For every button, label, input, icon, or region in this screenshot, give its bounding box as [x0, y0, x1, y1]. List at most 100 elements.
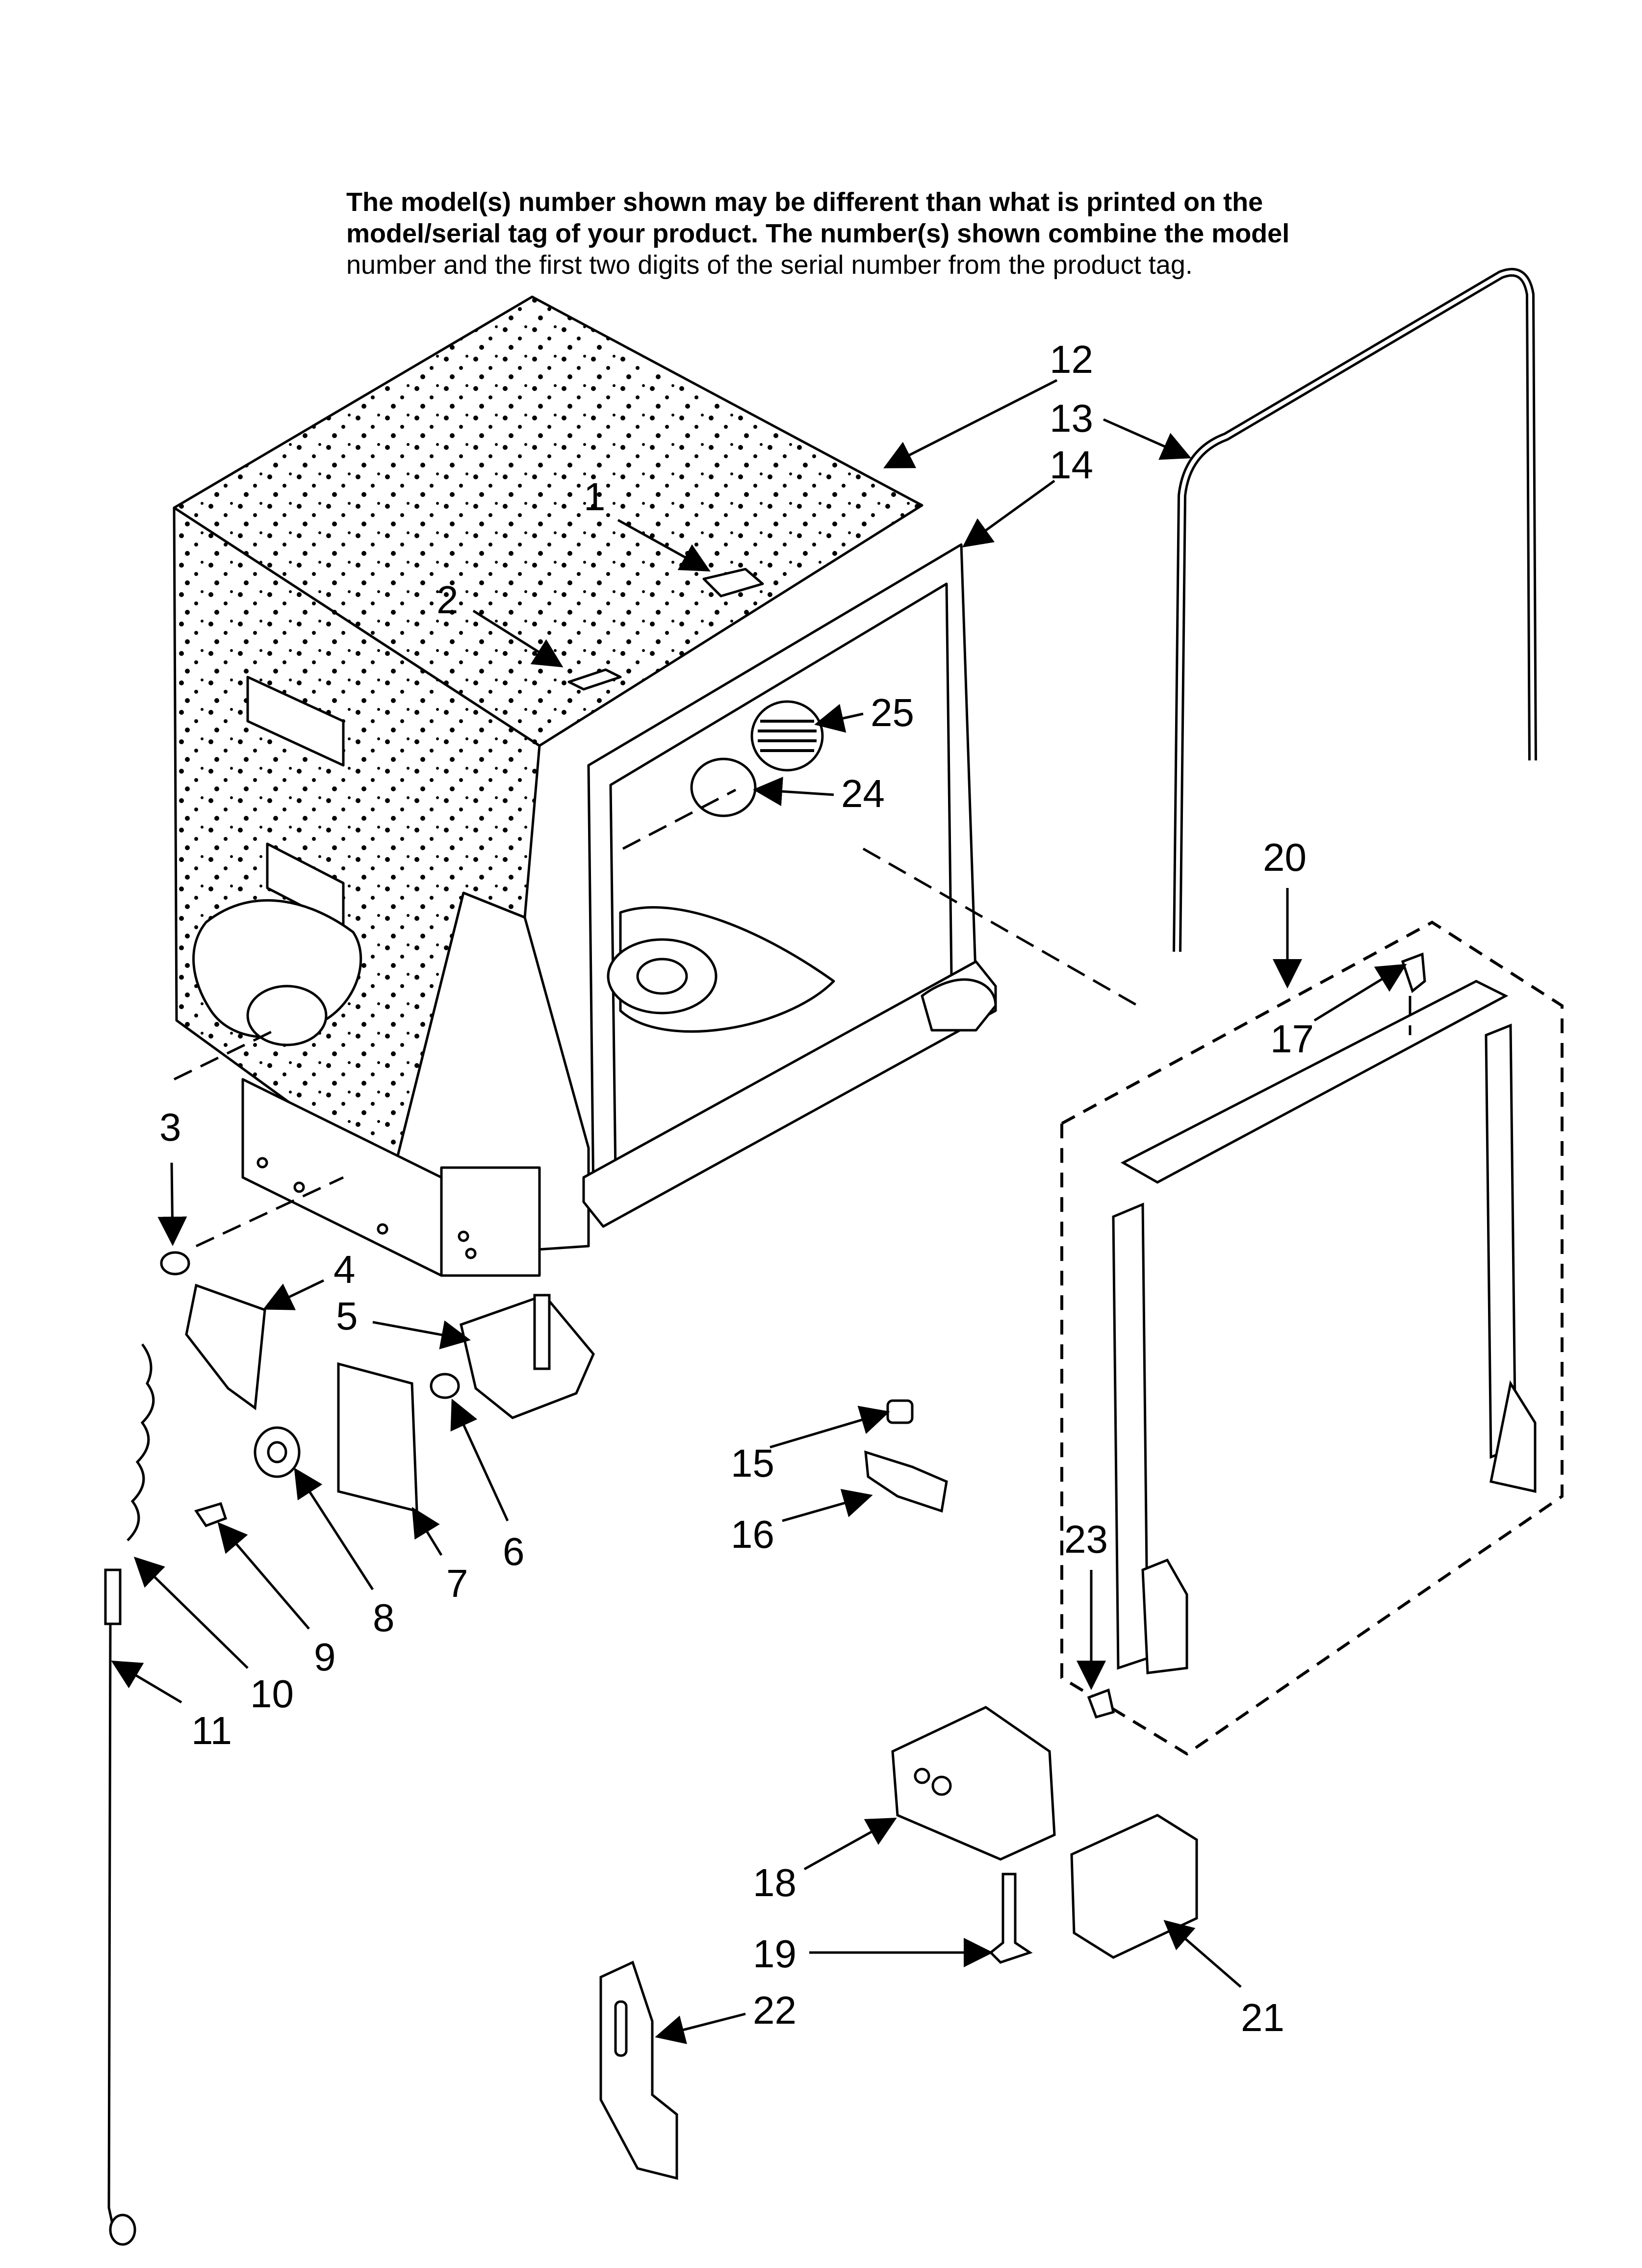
arrow-15 — [770, 1406, 890, 1449]
callout-8: 8 — [373, 1596, 395, 1640]
small-parts — [104, 952, 1426, 2246]
door-frame-parts — [1112, 980, 1537, 1674]
callout-23: 23 — [1064, 1517, 1108, 1561]
hinge-plate — [185, 1283, 266, 1410]
callout-19: 19 — [753, 1932, 796, 1976]
arrow-6 — [450, 1398, 509, 1522]
cable-end — [109, 2214, 136, 2246]
align-line-plug — [195, 1176, 344, 1248]
cable-mount-plate — [337, 1362, 418, 1513]
callout-13: 13 — [1050, 396, 1093, 440]
door-gasket-inner — [1175, 270, 1535, 952]
tub-foot — [921, 978, 997, 1032]
notice-line-3: number and the first two digits of the s… — [346, 250, 1193, 280]
arrow-25 — [814, 704, 864, 733]
callout-3: 3 — [159, 1105, 181, 1149]
arrow-13 — [1103, 418, 1192, 460]
door-left-rail-foot — [1141, 1558, 1188, 1674]
pulley-hub — [267, 1441, 287, 1463]
arrow-16 — [782, 1488, 873, 1522]
arrow-17 — [1313, 964, 1407, 1022]
pulley-pin — [194, 1502, 228, 1528]
side-bracket-slot — [614, 2000, 628, 2057]
arrow-8 — [294, 1467, 374, 1590]
tub-base-right — [440, 1166, 541, 1277]
arrow-2 — [472, 609, 564, 668]
callout-25: 25 — [871, 691, 914, 734]
callout-20: 20 — [1263, 835, 1307, 879]
callout-10: 10 — [250, 1672, 294, 1716]
notice-line-1: The model(s) number shown may be differe… — [346, 187, 1263, 217]
arrow-14 — [962, 479, 1055, 547]
arrow-4 — [262, 1279, 325, 1310]
align-line-tub-door — [862, 847, 1139, 1007]
callout-6: 6 — [503, 1530, 525, 1573]
callout-11: 11 — [191, 1709, 232, 1752]
cable-clip — [104, 1568, 122, 1625]
callout-17: 17 — [1270, 1017, 1314, 1061]
magnet-cap — [886, 1399, 914, 1424]
door-top-rail — [1120, 980, 1509, 1184]
arrow-5 — [372, 1320, 471, 1350]
vent-grille — [750, 700, 824, 772]
arrow-10 — [133, 1557, 249, 1669]
align-line-vent — [622, 788, 737, 850]
arrow-1 — [617, 519, 711, 572]
hex-nut — [430, 1373, 460, 1399]
magnet-clip — [864, 1450, 948, 1513]
callout-18: 18 — [753, 1861, 796, 1904]
hinge-bracket-slot — [533, 1294, 551, 1370]
callout-1: 1 — [584, 475, 606, 519]
door-frame-kit-box — [1060, 920, 1564, 1756]
hinge-bracket — [460, 1294, 595, 1419]
callout-9: 9 — [314, 1635, 336, 1679]
callout-21: 21 — [1241, 1996, 1284, 2039]
callout-24: 24 — [841, 772, 885, 815]
arrow-21 — [1163, 1920, 1242, 1988]
callout-15: 15 — [731, 1441, 774, 1485]
base-hole-1 — [257, 1157, 268, 1169]
base-hole-2 — [293, 1181, 305, 1193]
callout-22: 22 — [753, 1988, 796, 2032]
notice-line-2: model/serial tag of your product. The nu… — [346, 219, 1290, 248]
tub-top-bracket — [702, 568, 764, 598]
arrow-12 — [883, 379, 1058, 469]
arrow-22 — [655, 2012, 746, 2044]
tub-drain-port — [246, 985, 328, 1046]
align-line-drain — [173, 1029, 276, 1081]
callout-14: 14 — [1050, 443, 1093, 487]
tub-top-clip — [567, 668, 622, 691]
door-spring — [127, 1343, 155, 1541]
door-gasket — [1173, 268, 1537, 952]
door-left-rail — [1112, 1202, 1149, 1670]
door-cable — [107, 1574, 117, 2238]
side-mount-bracket — [599, 1960, 678, 2180]
leveling-bracket — [891, 1706, 1056, 1861]
model-number-notice: The model(s) number shown may be differe… — [346, 186, 1474, 281]
arrow-9 — [217, 1522, 310, 1630]
frame-screw — [1401, 952, 1426, 993]
callout-16: 16 — [731, 1512, 774, 1556]
arrow-3 — [157, 1162, 187, 1246]
callout-4: 4 — [334, 1248, 356, 1291]
base-hole-5 — [465, 1248, 477, 1259]
arrow-11 — [111, 1660, 182, 1704]
arrow-18 — [803, 1818, 897, 1871]
base-hole-3 — [377, 1223, 388, 1235]
leveling-leg — [989, 1873, 1033, 1964]
alignment-lines — [173, 788, 1411, 1248]
arrow-24 — [753, 777, 834, 807]
callout-2: 2 — [436, 578, 459, 622]
arrow-7 — [411, 1507, 443, 1556]
bracket-hole-2 — [931, 1775, 952, 1796]
callout-labels: 1 2 3 4 5 6 7 8 9 10 11 12 13 14 15 16 1… — [159, 338, 1314, 2039]
callout-5: 5 — [336, 1294, 358, 1338]
frame-bottom-screw — [1087, 1688, 1115, 1719]
leader-arrows — [111, 379, 1407, 2044]
tub-assembly — [173, 295, 997, 1277]
plug-button — [160, 1251, 190, 1276]
leveling-cover — [1070, 1814, 1198, 1959]
base-hole-4 — [458, 1230, 469, 1242]
tub-front-lip — [582, 960, 997, 1228]
